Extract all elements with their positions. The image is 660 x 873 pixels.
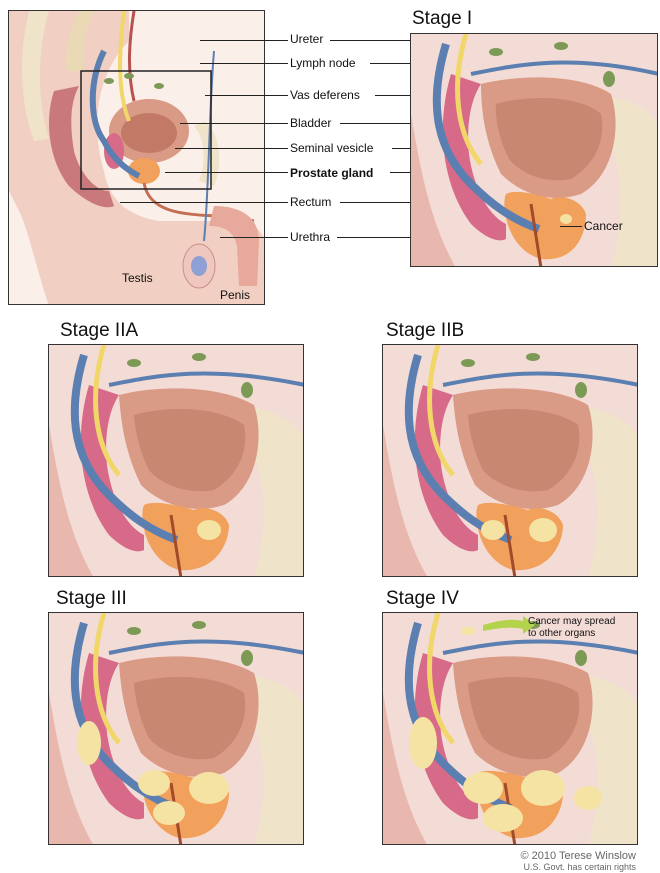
copyright-notice: © 2010 Terese Winslow U.S. Govt. has cer… — [520, 851, 636, 873]
label-lymph-node: Lymph node — [290, 56, 356, 70]
leader-bladder — [180, 123, 288, 124]
stage-3-title: Stage III — [56, 588, 127, 610]
anatomy-illustration — [9, 11, 265, 305]
label-urethra: Urethra — [290, 230, 330, 244]
stage-4-spread-label-2: to other organs — [528, 628, 595, 639]
leader-rectum-right — [340, 202, 420, 203]
leader-seminal-vesicle — [175, 148, 288, 149]
stage-2a-illustration — [49, 345, 304, 577]
copyright-line-2: U.S. Govt. has certain rights — [520, 862, 636, 873]
stage-1-title: Stage I — [412, 8, 472, 30]
leader-prostate — [165, 172, 288, 173]
leader-vas-deferens — [205, 95, 288, 96]
stage-4-illustration — [383, 613, 638, 845]
overview-anatomy-panel — [8, 10, 265, 305]
stage-1-cancer-label: Cancer — [584, 219, 623, 233]
stage-2b-title: Stage IIB — [386, 320, 464, 342]
label-vas-deferens: Vas deferens — [290, 88, 360, 102]
stage-3-panel — [48, 612, 304, 845]
label-bladder: Bladder — [290, 116, 331, 130]
stage-4-panel — [382, 612, 638, 845]
stage-3-illustration — [49, 613, 304, 845]
stage-4-spread-label-1: Cancer may spread — [528, 616, 615, 627]
label-penis: Penis — [220, 288, 250, 302]
stage-2a-title: Stage IIA — [60, 320, 138, 342]
label-rectum: Rectum — [290, 195, 331, 209]
stage-1-cancer-leader — [560, 226, 582, 227]
stage-2b-illustration — [383, 345, 638, 577]
leader-ureter — [200, 40, 288, 41]
label-prostate-gland: Prostate gland — [290, 166, 373, 180]
copyright-line-1: © 2010 Terese Winslow — [520, 851, 636, 862]
leader-lymph-node — [200, 63, 288, 64]
leader-urethra — [220, 237, 288, 238]
label-testis: Testis — [122, 271, 153, 285]
label-seminal-vesicle: Seminal vesicle — [290, 141, 373, 155]
leader-rectum — [120, 202, 288, 203]
stage-2a-panel — [48, 344, 304, 577]
stage-4-title: Stage IV — [386, 588, 459, 610]
stage-2b-panel — [382, 344, 638, 577]
label-ureter: Ureter — [290, 32, 323, 46]
